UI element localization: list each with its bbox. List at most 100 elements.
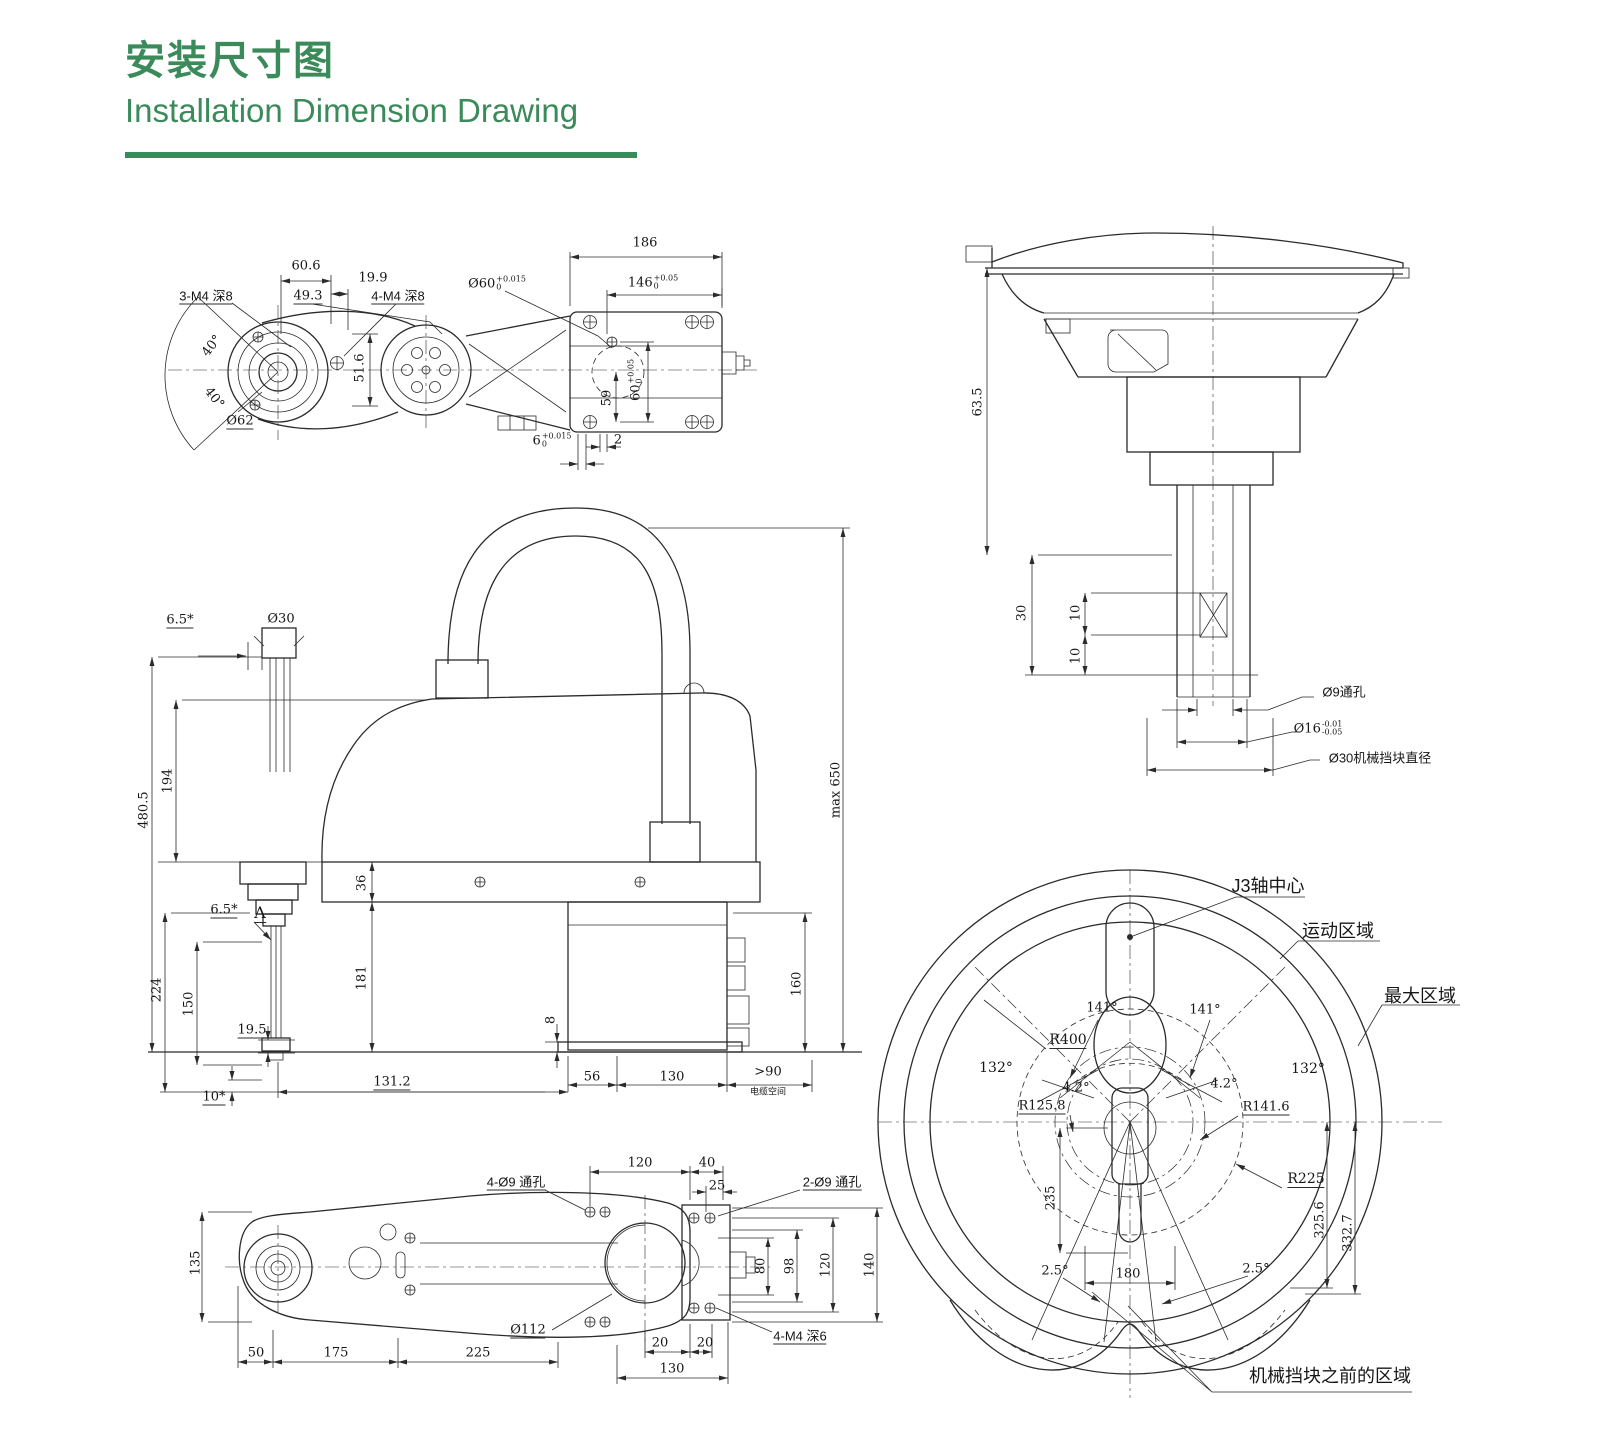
dim-label-text: 325.6 xyxy=(1312,1201,1328,1239)
dim-label-text: 最大区域 xyxy=(1384,986,1456,1006)
dim-label-text: 8 xyxy=(543,1015,559,1025)
dim-label: Ø30 xyxy=(267,613,294,626)
dim-label: 132° xyxy=(979,1061,1013,1075)
dim-label-text: 186 xyxy=(632,235,658,251)
dim-label-text: 40° xyxy=(200,384,228,412)
dim-label-text: 235 xyxy=(1043,1185,1059,1211)
dim-label-text: Ø112 xyxy=(510,1322,546,1338)
dim-label: A xyxy=(254,905,266,923)
dim-label-text: 132° xyxy=(1291,1061,1325,1077)
dim-label: 130 xyxy=(660,1071,685,1084)
dim-label: 224 xyxy=(149,977,165,1003)
dim-label: 141° xyxy=(1189,1004,1220,1017)
dim-label-text: 225 xyxy=(465,1345,491,1361)
dim-label: max 650 xyxy=(828,761,844,819)
dim-label: 180 xyxy=(1116,1268,1141,1281)
dim-label-text: 132° xyxy=(979,1060,1013,1076)
dim-label: 40° xyxy=(198,332,226,360)
dim-label: 20 xyxy=(697,1337,714,1350)
dim-label-text: R125.8 xyxy=(1018,1098,1066,1114)
dim-label: 20 xyxy=(652,1337,669,1350)
dim-label-text: 10* xyxy=(202,1089,226,1105)
dim-label-text: 131.2 xyxy=(373,1074,411,1090)
dim-label: 机械挡块之前的区域 xyxy=(1249,1367,1411,1385)
dim-label: 4-M4 深8 xyxy=(371,288,425,305)
dim-label: 50 xyxy=(248,1347,265,1360)
dim-label: R141.6 xyxy=(1242,1101,1290,1116)
dim-label: J3轴中心 xyxy=(1231,877,1304,895)
dim-label-text: 4-M4 深8 xyxy=(371,288,425,304)
dim-label: 235 xyxy=(1043,1185,1059,1211)
dim-label-text: 60.6 xyxy=(291,258,321,274)
dim-label-text: 4-Ø9 通孔 xyxy=(486,1174,546,1190)
dim-label: Ø16-0.01-0.05 xyxy=(1293,719,1343,738)
dim-label: 150 xyxy=(181,991,197,1017)
dim-label-text: 80 xyxy=(753,1257,769,1275)
dim-label: 80 xyxy=(753,1257,769,1275)
dim-label-text: 140 xyxy=(862,1252,878,1278)
dim-label-text: 150 xyxy=(181,991,197,1017)
dim-label-text: Ø9通孔 xyxy=(1322,684,1366,700)
dim-label: R125.8 xyxy=(1018,1098,1066,1115)
dim-label-text: 141° xyxy=(1086,1000,1118,1016)
dim-label-text: 20 xyxy=(696,1335,714,1351)
dim-label-text: 56 xyxy=(583,1069,601,1085)
dim-label: 186 xyxy=(633,237,658,250)
dim-label: 30 xyxy=(1014,604,1030,622)
title-underline-bar xyxy=(125,152,637,158)
dim-label-text: max 650 xyxy=(828,761,844,819)
dim-label-text: 19.5 xyxy=(237,1022,267,1038)
dim-label-text: 63.5 xyxy=(970,387,986,417)
dim-label-text: 3-M4 深8 xyxy=(179,288,233,304)
dim-label-text: 224 xyxy=(149,977,165,1003)
dim-label-text: 51.6 xyxy=(352,353,368,383)
dim-label-text: 120 xyxy=(818,1252,834,1278)
dim-label-text: 160 xyxy=(789,971,805,997)
dim-label-text: 电缆空间 xyxy=(749,1086,787,1097)
dim-label: >90 xyxy=(754,1066,781,1079)
dim-label: R400 xyxy=(1049,1033,1087,1049)
dim-label: 40° xyxy=(200,384,228,412)
dim-label-text: 180 xyxy=(1115,1266,1141,1282)
dim-label-text: 60 xyxy=(628,384,644,402)
dim-label-text: 4-M4 深6 xyxy=(773,1328,827,1344)
dim-label: 160 xyxy=(789,971,805,997)
dim-label: 56 xyxy=(584,1071,601,1084)
dim-label: 332.7 xyxy=(1341,1214,1356,1251)
dim-label-text: 59 xyxy=(599,389,615,407)
dim-label-text: 2.5° xyxy=(1242,1261,1270,1277)
dim-label-text: 20 xyxy=(651,1335,669,1351)
dim-label-text: 146 xyxy=(627,275,653,291)
dim-label: 135 xyxy=(189,1251,204,1276)
dim-label-text: 98 xyxy=(782,1257,798,1275)
dim-label: 4-Ø9 通孔 xyxy=(486,1174,546,1191)
dim-label: 225 xyxy=(466,1347,491,1360)
dim-label: 25 xyxy=(709,1180,726,1193)
dim-label: Ø62 xyxy=(226,415,254,430)
dim-label: 63.5 xyxy=(970,387,986,417)
page-title-en: Installation Dimension Drawing xyxy=(125,92,579,129)
tolerance-stack: -0.01-0.05 xyxy=(1321,719,1343,737)
dim-label-text: 40 xyxy=(698,1155,716,1171)
side-elevation-geometry xyxy=(148,507,862,1106)
dim-label: 40 xyxy=(699,1157,716,1170)
dim-label-text: 30 xyxy=(1014,604,1030,622)
dim-label-text: 36 xyxy=(354,874,370,892)
dim-label-text: Ø60 xyxy=(468,276,496,292)
dim-label: 电缆空间 xyxy=(749,1086,787,1097)
dim-label-text: 120 xyxy=(627,1155,653,1171)
dim-label-text: 6.5* xyxy=(166,612,194,628)
dim-label: 59 xyxy=(599,389,615,407)
dim-label-text: Ø16 xyxy=(1293,721,1321,737)
dim-label: Ø112 xyxy=(510,1322,546,1339)
dim-label: 120 xyxy=(628,1157,653,1170)
dim-label: 175 xyxy=(324,1347,349,1360)
dim-label: 10 xyxy=(1069,648,1084,665)
dim-label-text: 40° xyxy=(198,332,226,360)
page-header: 安装尺寸图 Installation Dimension Drawing xyxy=(125,28,578,130)
